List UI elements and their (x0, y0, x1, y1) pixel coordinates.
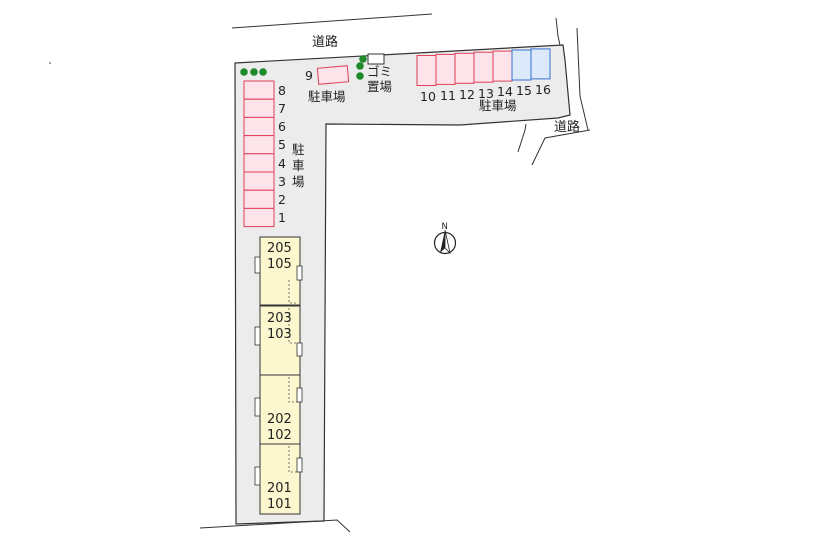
parking-space (492, 50, 513, 82)
road-label-right: 道路 (554, 119, 580, 135)
north-arrow-icon: N (433, 222, 457, 255)
parking-space (243, 189, 275, 209)
tree-icon (359, 55, 367, 63)
parking-label-center: 駐車場 (308, 89, 346, 104)
parking-space (243, 116, 275, 137)
parking-space (435, 53, 456, 85)
parking-number: 4 (278, 156, 286, 171)
garbage-bin-icon (367, 53, 385, 65)
entrance (296, 342, 303, 357)
building-block: 205 105 203 103 202 102 201 101 (254, 236, 303, 515)
balcony (254, 397, 261, 417)
parking-space (243, 153, 275, 173)
parking-label-top: 駐車場 (479, 98, 517, 113)
tree-icon (250, 68, 258, 76)
parking-number: 16 (535, 82, 551, 97)
parking-left-column (243, 80, 275, 228)
tree-icon (356, 72, 364, 80)
unit-number: 202 (267, 412, 292, 427)
road-edge-right-corner (531, 129, 591, 166)
entrance (296, 457, 303, 473)
unit-number: 102 (267, 428, 292, 443)
stair-outline (288, 377, 297, 403)
entrance (296, 387, 303, 403)
tree-icon (240, 68, 248, 76)
parking-top-numbers: 10 11 12 13 14 15 16 (420, 82, 551, 104)
parking-space-blue (511, 49, 532, 81)
parking-number: 3 (278, 174, 286, 189)
lot-area (234, 44, 571, 525)
parking-number: 1 (278, 210, 286, 225)
unit-number: 203 (267, 311, 292, 326)
parking-number: 13 (478, 86, 494, 101)
tree-icon-group (240, 55, 367, 80)
parking-space (243, 135, 275, 155)
parking-number: 8 (278, 83, 286, 98)
road-edge-right-lower (517, 123, 527, 153)
garbage-label-2: 置場 (367, 79, 392, 94)
parking-space (243, 207, 275, 228)
building-unit (259, 374, 301, 445)
parking-number: 7 (278, 101, 286, 116)
parking-left-numbers: 8 7 6 5 4 3 2 1 (278, 83, 286, 225)
road-edge-bottom (199, 519, 351, 533)
parking-number: 6 (278, 119, 286, 134)
parking-space (243, 80, 275, 100)
parking-number: 12 (459, 87, 475, 102)
garbage-label-1: ゴミ (367, 64, 392, 79)
parking-number: 5 (278, 137, 286, 152)
unit-number: 105 (267, 257, 292, 272)
stair-outline (288, 280, 297, 304)
parking-number: 15 (516, 83, 532, 98)
north-label: N (442, 222, 448, 232)
balcony (254, 326, 261, 346)
parking-space (416, 55, 437, 86)
parking-label-left-2: 車 (292, 158, 305, 173)
stair-outline (288, 308, 297, 344)
dot-mark (49, 62, 51, 64)
road-edge-right-top (555, 17, 561, 46)
unit-number: 201 (267, 481, 292, 496)
tree-icon (259, 68, 267, 76)
parking-space (243, 98, 275, 118)
road-label-top: 道路 (312, 34, 338, 50)
road-edge-top (231, 13, 433, 29)
parking-space (473, 51, 494, 83)
road-edge-right (576, 27, 589, 131)
building-unit (259, 443, 301, 515)
parking-space (454, 52, 475, 84)
parking-top-row (416, 48, 551, 86)
unit-number: 205 (267, 241, 292, 256)
entrance (296, 265, 303, 281)
parking-number-9: 9 (305, 68, 313, 83)
balcony (254, 256, 261, 274)
parking-number: 2 (278, 192, 286, 207)
parking-space (243, 171, 275, 191)
stair-outline (288, 446, 297, 473)
parking-number: 14 (497, 84, 513, 99)
parking-space-blue (530, 48, 551, 80)
parking-number: 11 (440, 88, 456, 103)
unit-number: 103 (267, 327, 292, 342)
parking-number: 10 (420, 89, 436, 104)
tree-icon (356, 62, 364, 70)
parking-label-left-3: 場 (292, 174, 305, 189)
parking-label-left-1: 駐 (292, 142, 305, 157)
parking-space-9 (316, 65, 350, 85)
balcony (254, 466, 261, 486)
unit-number: 101 (267, 497, 292, 512)
